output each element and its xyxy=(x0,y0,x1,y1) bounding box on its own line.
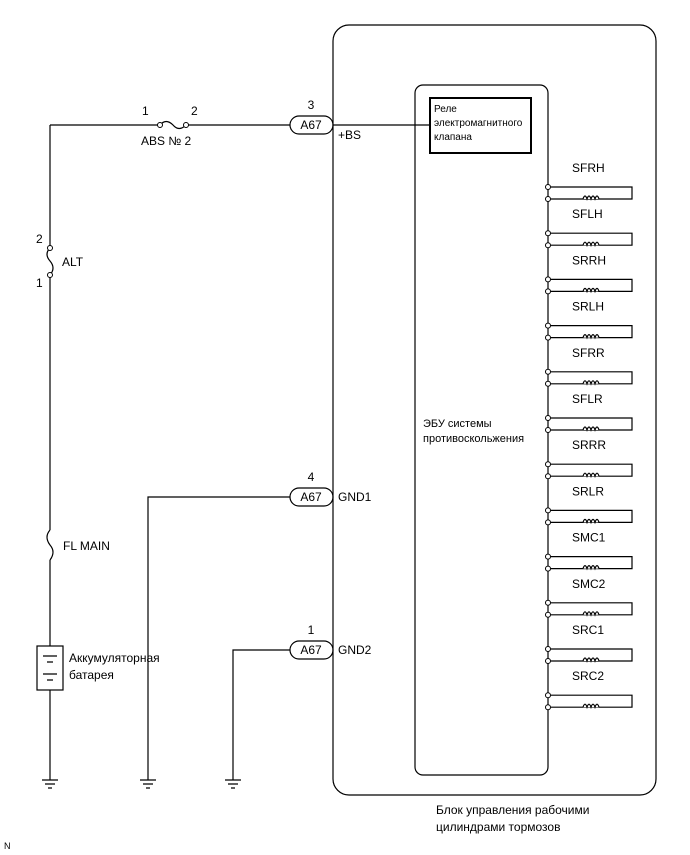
flmain-fuse-symbol xyxy=(46,529,54,561)
connector-a67-pin3 xyxy=(289,115,334,135)
solenoid-sflr: SFLR xyxy=(545,392,633,433)
ecu-terminal xyxy=(545,461,551,468)
abs-fuse-label: ABS № 2 xyxy=(141,134,192,148)
solenoid-label: SFRH xyxy=(572,161,605,175)
abs-fuse-pin-right: 2 xyxy=(191,104,198,118)
solenoid-srrr: SRRR xyxy=(545,438,633,480)
ecu-label-line2: противоскольжения xyxy=(423,433,524,445)
solenoid-label: SFRR xyxy=(572,346,605,360)
solenoid-label: SFLH xyxy=(572,207,603,221)
flmain-fuse-label: FL MAIN xyxy=(63,539,110,553)
connector-pin-number: 1 xyxy=(308,623,315,637)
ecu-terminal xyxy=(545,658,551,664)
solenoid-sfrh: SFRH xyxy=(545,161,633,202)
ecu-terminal xyxy=(545,368,551,375)
terminal-label: +BS xyxy=(338,128,361,142)
solenoid-label: SRLR xyxy=(572,484,604,498)
alt-fuse-pin-top: 2 xyxy=(36,232,43,246)
connector-id: A67 xyxy=(300,490,322,504)
solenoid-label: SMC1 xyxy=(572,531,606,545)
ecu-terminal xyxy=(545,692,551,699)
battery-symbol xyxy=(36,645,64,691)
ecu-terminal xyxy=(545,599,551,606)
connector-pin-number: 3 xyxy=(308,98,315,112)
solenoid-src1: SRC1 xyxy=(545,623,633,664)
ecu-terminal xyxy=(545,196,551,202)
battery-label-line2: батарея xyxy=(69,668,114,682)
relay-label-line2: электромагнитного xyxy=(434,118,523,129)
gnd2-line xyxy=(232,649,290,775)
ecu-terminal xyxy=(545,565,551,572)
solenoid-srrh: SRRH xyxy=(545,253,633,295)
module-label-line1: Блок управления рабочими xyxy=(436,803,589,817)
alt-fuse-label: ALT xyxy=(62,255,84,269)
connector-pin-number: 4 xyxy=(308,470,315,484)
solenoid-sflh: SFLH xyxy=(545,207,633,249)
ecu-terminal xyxy=(545,507,551,514)
solenoid-sfrr: SFRR xyxy=(545,346,633,387)
ecu-terminal xyxy=(545,415,551,421)
corner-mark: N xyxy=(4,841,11,851)
ecu-terminal xyxy=(545,553,551,560)
ecu-terminal xyxy=(545,611,551,618)
solenoid-src2: SRC2 xyxy=(545,669,633,711)
fuse-terminal xyxy=(47,245,53,251)
solenoid-valves: SFRH SFLH SRRH SRLH SFRR SFLR SRRR SRLR SMC1SMC2… xyxy=(545,161,633,711)
ground-symbol xyxy=(225,775,241,789)
solenoid-label: SMC2 xyxy=(572,577,606,591)
solenoid-label: SFLR xyxy=(572,392,603,406)
fuse-terminal xyxy=(183,122,189,128)
ecu-terminal xyxy=(545,380,551,387)
abs-fuse-symbol xyxy=(159,120,187,130)
ecu-terminal xyxy=(545,242,551,249)
ecu-terminal xyxy=(545,704,551,711)
module-label-line2: цилиндрами тормозов xyxy=(436,820,560,834)
ground-symbol xyxy=(42,775,58,789)
ecu-terminal xyxy=(545,519,551,526)
ecu-label-line1: ЭБУ системы xyxy=(423,418,492,430)
fuse-terminal xyxy=(47,272,53,278)
solenoid-label: SRLH xyxy=(572,300,604,314)
fuse-terminal xyxy=(157,122,163,128)
connector-id: A67 xyxy=(300,118,322,132)
alt-fuse-pin-bottom: 1 xyxy=(36,276,43,290)
ecu-terminal xyxy=(545,276,551,283)
connector-a67-pin4 xyxy=(289,487,334,507)
ground-symbol xyxy=(140,775,156,789)
ecu-terminal xyxy=(545,473,551,480)
terminal-label: GND2 xyxy=(338,643,372,657)
ecu-terminal xyxy=(545,427,551,433)
ecu-terminal xyxy=(545,322,551,329)
alt-fuse-symbol xyxy=(46,247,54,276)
relay-label-line1: Реле xyxy=(434,104,457,115)
ecu-terminal xyxy=(545,184,551,190)
solenoid-smc2: SMC2 xyxy=(545,577,633,618)
solenoid-label: SRC1 xyxy=(572,623,604,637)
connector-a67-pin1 xyxy=(289,640,334,660)
gnd1-line xyxy=(147,496,290,775)
ecu-box xyxy=(414,84,549,776)
terminal-label: GND1 xyxy=(338,490,372,504)
ecu-terminal xyxy=(545,334,551,341)
connector-id: A67 xyxy=(300,643,322,657)
ecu-terminal xyxy=(545,646,551,652)
solenoid-smc1: SMC1 xyxy=(545,531,633,572)
relay-label-line3: клапана xyxy=(434,132,472,143)
ecu-terminal xyxy=(545,288,551,295)
abs-fuse-pin-left: 1 xyxy=(142,104,149,118)
brake-actuator-module-box xyxy=(332,24,657,796)
solenoid-label: SRC2 xyxy=(572,669,604,683)
solenoid-srlr: SRLR xyxy=(545,484,633,526)
solenoid-label: SRRH xyxy=(572,253,606,267)
battery-label-line1: Аккумуляторная xyxy=(69,651,160,665)
solenoid-srlh: SRLH xyxy=(545,300,633,341)
ecu-terminal xyxy=(545,230,551,237)
solenoid-label: SRRR xyxy=(572,438,606,452)
